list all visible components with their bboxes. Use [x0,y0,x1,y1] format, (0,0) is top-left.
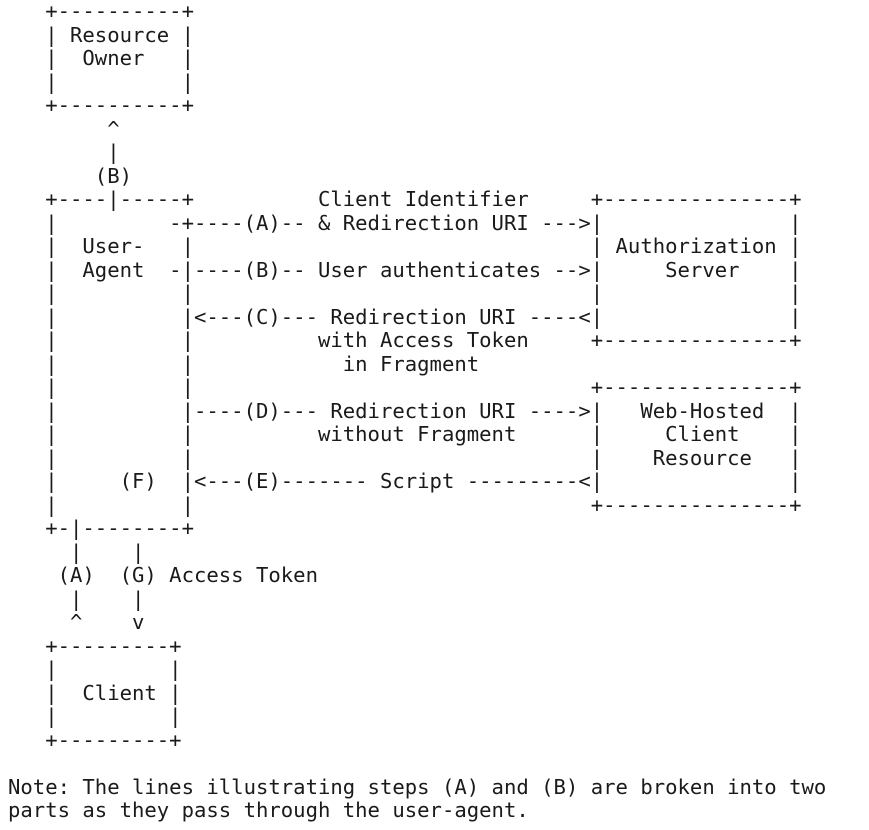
diagram-line: +----------+ [8,93,194,117]
diagram-line: | Client | [8,680,182,705]
diagram-line: ^ [8,116,120,141]
note-line: Note: The lines illustrating steps (A) a… [8,774,827,799]
diagram-line: (A) (G) Access Token [8,563,318,587]
diagram-line: ^ v [8,610,145,634]
note-line: parts as they pass through the user-agen… [8,798,529,822]
diagram-line [8,752,826,776]
diagram-line: | | [8,704,182,728]
diagram-line: | | +---------------+ [8,492,802,517]
diagram-line: | | in Fragment [8,351,480,376]
diagram-line: | [8,140,120,164]
diagram-line: +-|--------+ [8,516,194,540]
diagram-line: | |<---(C)--- Redirection URI ----<| | [8,304,802,329]
diagram-line: | | [8,69,194,94]
diagram-line: | Agent -|----(B)-- User authenticates -… [8,257,802,282]
diagram-line: | User- | | Authorization | [8,234,802,258]
diagram-line: | Resource | [8,22,194,47]
diagram-line: | |----(D)--- Redirection URI ---->| Web… [8,398,802,423]
diagram-line: | -+----(A)-- & Redirection URI --->| | [8,210,802,235]
diagram-line: (B) [8,163,132,188]
diagram-line: | | [8,657,182,681]
diagram-line: | | with Access Token +---------------+ [8,328,802,352]
oauth-implicit-grant-ascii-diagram: +----------+ | Resource | | Owner | | | … [8,0,826,823]
diagram-line: | Owner | [8,46,194,70]
diagram-line: | | | | [8,281,802,305]
diagram-line: +----|-----+ Client Identifier +--------… [8,187,802,211]
diagram-line: | (F) |<---(E)------- Script ---------<|… [8,469,802,493]
diagram-line: +----------+ [8,0,194,23]
diagram-line: | | [8,586,145,611]
diagram-line: | | +---------------+ [8,375,802,399]
diagram-line: +---------+ [8,633,182,658]
diagram-line: | | | Resource | [8,445,802,470]
diagram-line: | | without Fragment | Client | [8,422,802,446]
diagram-line: +---------+ [8,727,182,752]
diagram-line: | | [8,539,145,564]
